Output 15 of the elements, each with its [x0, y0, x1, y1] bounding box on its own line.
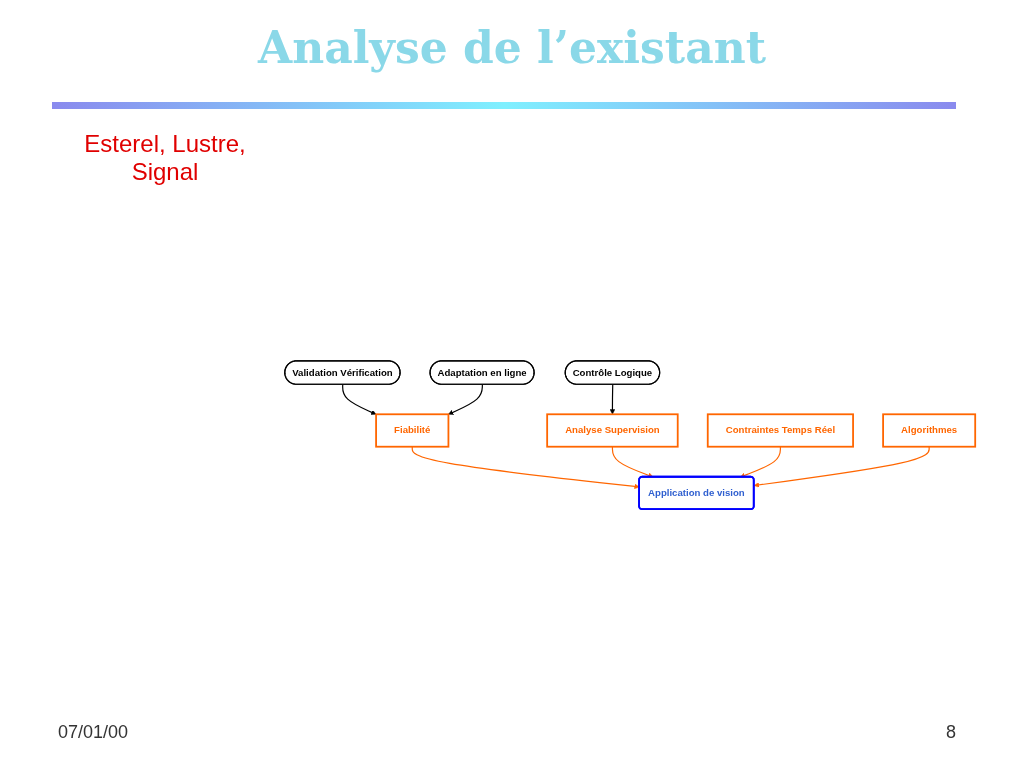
arrow: [611, 446, 654, 478]
node-box: Contraintes Temps Réel: [706, 413, 854, 448]
arrow: [411, 446, 640, 490]
node-box: Fiabilité: [375, 413, 450, 448]
slide-title: Analyse de l’existant: [256, 22, 767, 73]
arrow: [609, 383, 616, 415]
arrow: [753, 446, 930, 488]
node-box: Algorithmes: [882, 413, 977, 448]
date-text: 07/01/00: [58, 722, 129, 743]
note-text: Esterel, Lustre, Signal: [83, 130, 247, 186]
page-number: 8: [946, 722, 956, 743]
arrow: [342, 383, 377, 415]
node-box: Analyse Supervision: [546, 413, 679, 448]
arrow: [448, 383, 483, 415]
arrow: [740, 446, 781, 478]
